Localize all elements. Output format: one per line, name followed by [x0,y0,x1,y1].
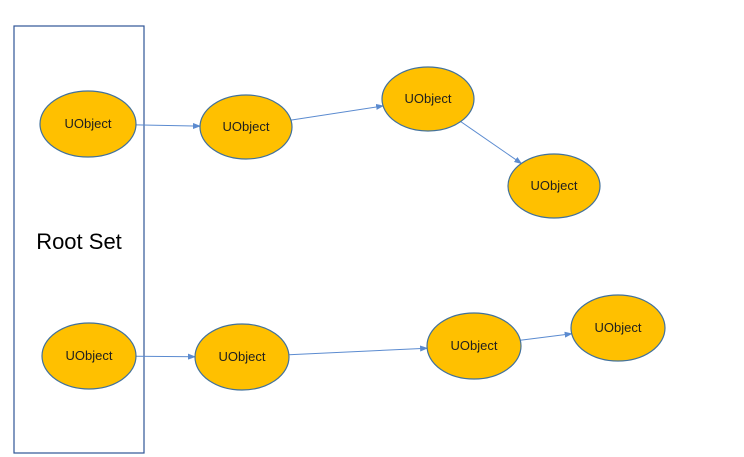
uobject-node-ellipse [41,322,137,390]
uobject-node-label: UObject [66,348,113,363]
uobject-node-ellipse [39,90,137,158]
uobject-node-label: UObject [223,119,270,134]
uobject-node: UObject [39,90,137,158]
edges-layer [135,104,573,360]
uobject-node: UObject [381,66,475,132]
uobject-node-ellipse [194,323,290,391]
uobject-node: UObject [507,153,601,219]
reference-arrow [520,331,573,341]
uobject-node-ellipse [507,153,601,219]
uobject-node-label: UObject [405,91,452,106]
root-set-box [13,25,145,454]
uobject-node-label: UObject [451,338,498,353]
uobject-node-ellipse [426,312,522,380]
uobject-node: UObject [199,94,293,160]
uobject-node-ellipse [570,294,666,362]
uobject-node-label: UObject [531,178,578,193]
uobject-node: UObject [426,312,522,380]
uobject-node-label: UObject [65,116,112,131]
uobject-node: UObject [194,323,290,391]
reference-arrow [460,121,523,165]
uobject-node-label: UObject [595,320,642,335]
reference-arrow [290,104,385,121]
uobject-node-ellipse [199,94,293,160]
uobject-node: UObject [41,322,137,390]
root-set-label: Root Set [36,229,122,254]
root-set-container: Root Set [13,25,145,454]
uobject-node-label: UObject [219,349,266,364]
reference-arrow [135,122,201,129]
uobject-node-ellipse [381,66,475,132]
uobject-node: UObject [570,294,666,362]
reference-arrow [288,345,429,356]
